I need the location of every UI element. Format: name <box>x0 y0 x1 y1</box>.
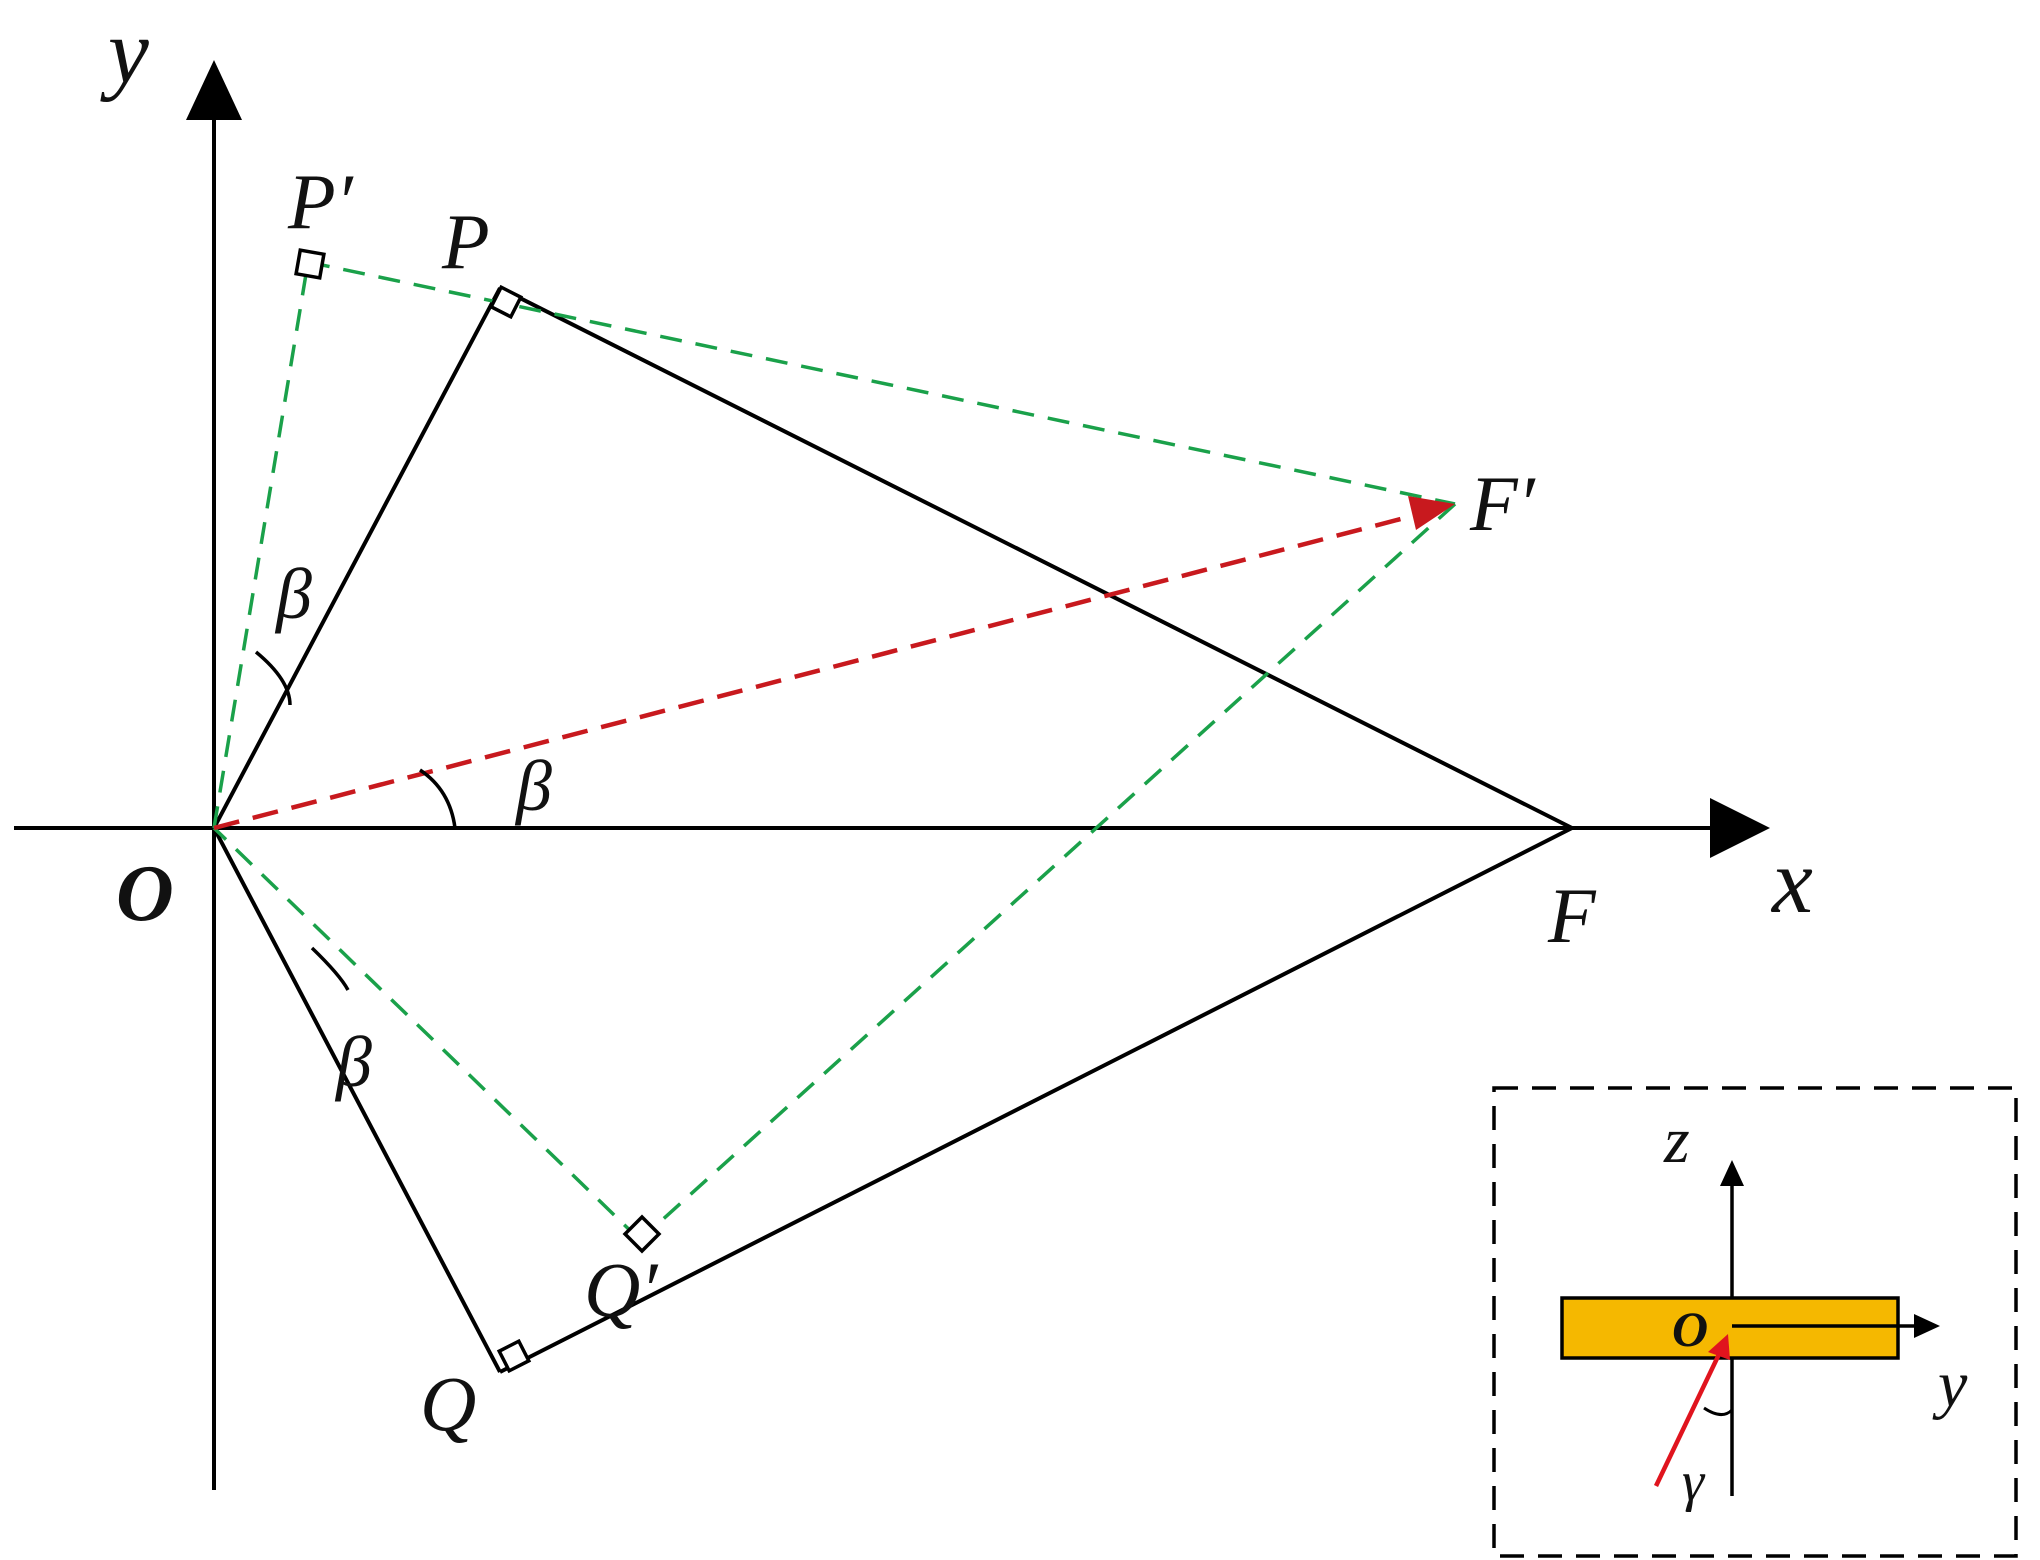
inset-label-gamma: γ <box>1682 1451 1706 1513</box>
inset-y-arrowhead <box>1914 1314 1940 1338</box>
segment-P-F <box>499 286 1573 830</box>
y-axis-arrowhead <box>186 60 242 120</box>
right-angle-marker-P <box>488 284 524 320</box>
label-Q: Q <box>420 1360 476 1447</box>
inset-angle-arc-gamma <box>1703 1406 1734 1416</box>
label-beta-lower: β <box>334 1022 372 1102</box>
inset-element-bar <box>1560 1296 1900 1360</box>
dashed-Qprime-O <box>212 826 642 1242</box>
right-angle-marker-Pprime <box>294 248 326 280</box>
label-F-prime: F′ <box>1469 460 1537 547</box>
inset-incident-ray <box>1653 1347 1725 1487</box>
segment-Q-O <box>212 827 502 1373</box>
inset-label-z: z <box>1663 1104 1690 1177</box>
segment-O-P <box>212 287 502 829</box>
right-angle-marker-Q <box>496 1338 532 1374</box>
vector-Fprime-arrowhead <box>1408 496 1455 530</box>
label-Q-prime: Q′ <box>584 1246 659 1333</box>
label-beta-axis: β <box>514 746 552 826</box>
inset-label-y: y <box>1932 1348 1968 1421</box>
right-angle-marker-Qprime <box>622 1214 662 1254</box>
angle-arc-axis <box>419 768 457 829</box>
label-P-prime: P′ <box>287 158 355 245</box>
angle-arc-lower <box>310 946 350 991</box>
segment-F-Q <box>499 826 1573 1374</box>
label-F: F <box>1547 872 1597 959</box>
dashed-O-Pprime <box>212 261 310 829</box>
label-x-axis: x <box>1770 830 1813 932</box>
inset-label-O: O <box>1672 1301 1708 1357</box>
inset-incident-ray-arrowhead <box>1708 1334 1730 1360</box>
dashed-Pprime-Fprime <box>307 260 1456 506</box>
label-P: P <box>441 198 490 285</box>
dashed-Fprime-Qprime <box>638 502 1457 1242</box>
label-beta-upper: β <box>274 554 312 634</box>
label-origin-O: O <box>116 850 174 938</box>
label-y-axis: y <box>100 0 149 102</box>
inset-z-arrowhead <box>1720 1160 1744 1186</box>
x-axis-arrowhead <box>1710 798 1770 858</box>
vector-O-Fprime <box>213 511 1421 831</box>
angle-arc-upper <box>254 650 292 706</box>
